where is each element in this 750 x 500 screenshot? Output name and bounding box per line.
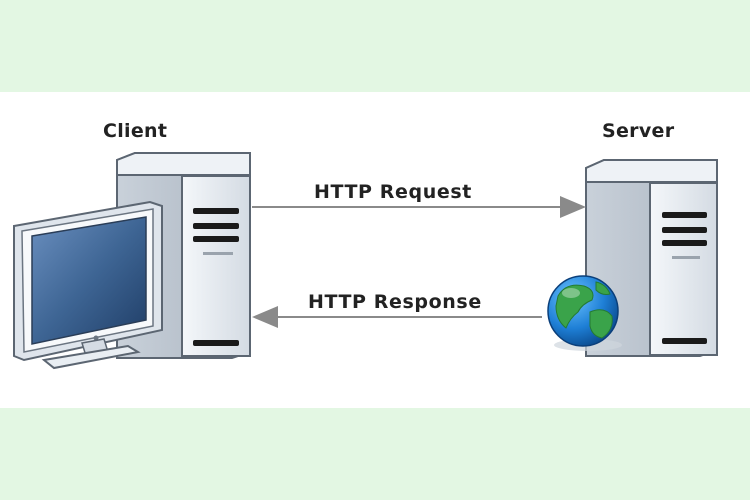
drive-bay (193, 208, 239, 214)
drive-bay (662, 212, 707, 218)
drive-bay (193, 223, 239, 229)
monitor-screen (31, 216, 147, 345)
drive-bay (193, 236, 239, 242)
http-request-label: HTTP Request (314, 181, 472, 203)
drive-bay (662, 227, 707, 233)
top-background-band (0, 0, 750, 92)
client-monitor (13, 200, 163, 370)
drive-bay (662, 240, 707, 246)
server-label: Server (602, 120, 675, 142)
http-request-arrow (252, 196, 586, 218)
bottom-background-band (0, 408, 750, 500)
server-tower (585, 159, 718, 357)
http-response-arrow (252, 306, 542, 328)
client-label: Client (103, 120, 168, 142)
http-response-label: HTTP Response (308, 291, 482, 313)
globe-icon (547, 275, 622, 351)
